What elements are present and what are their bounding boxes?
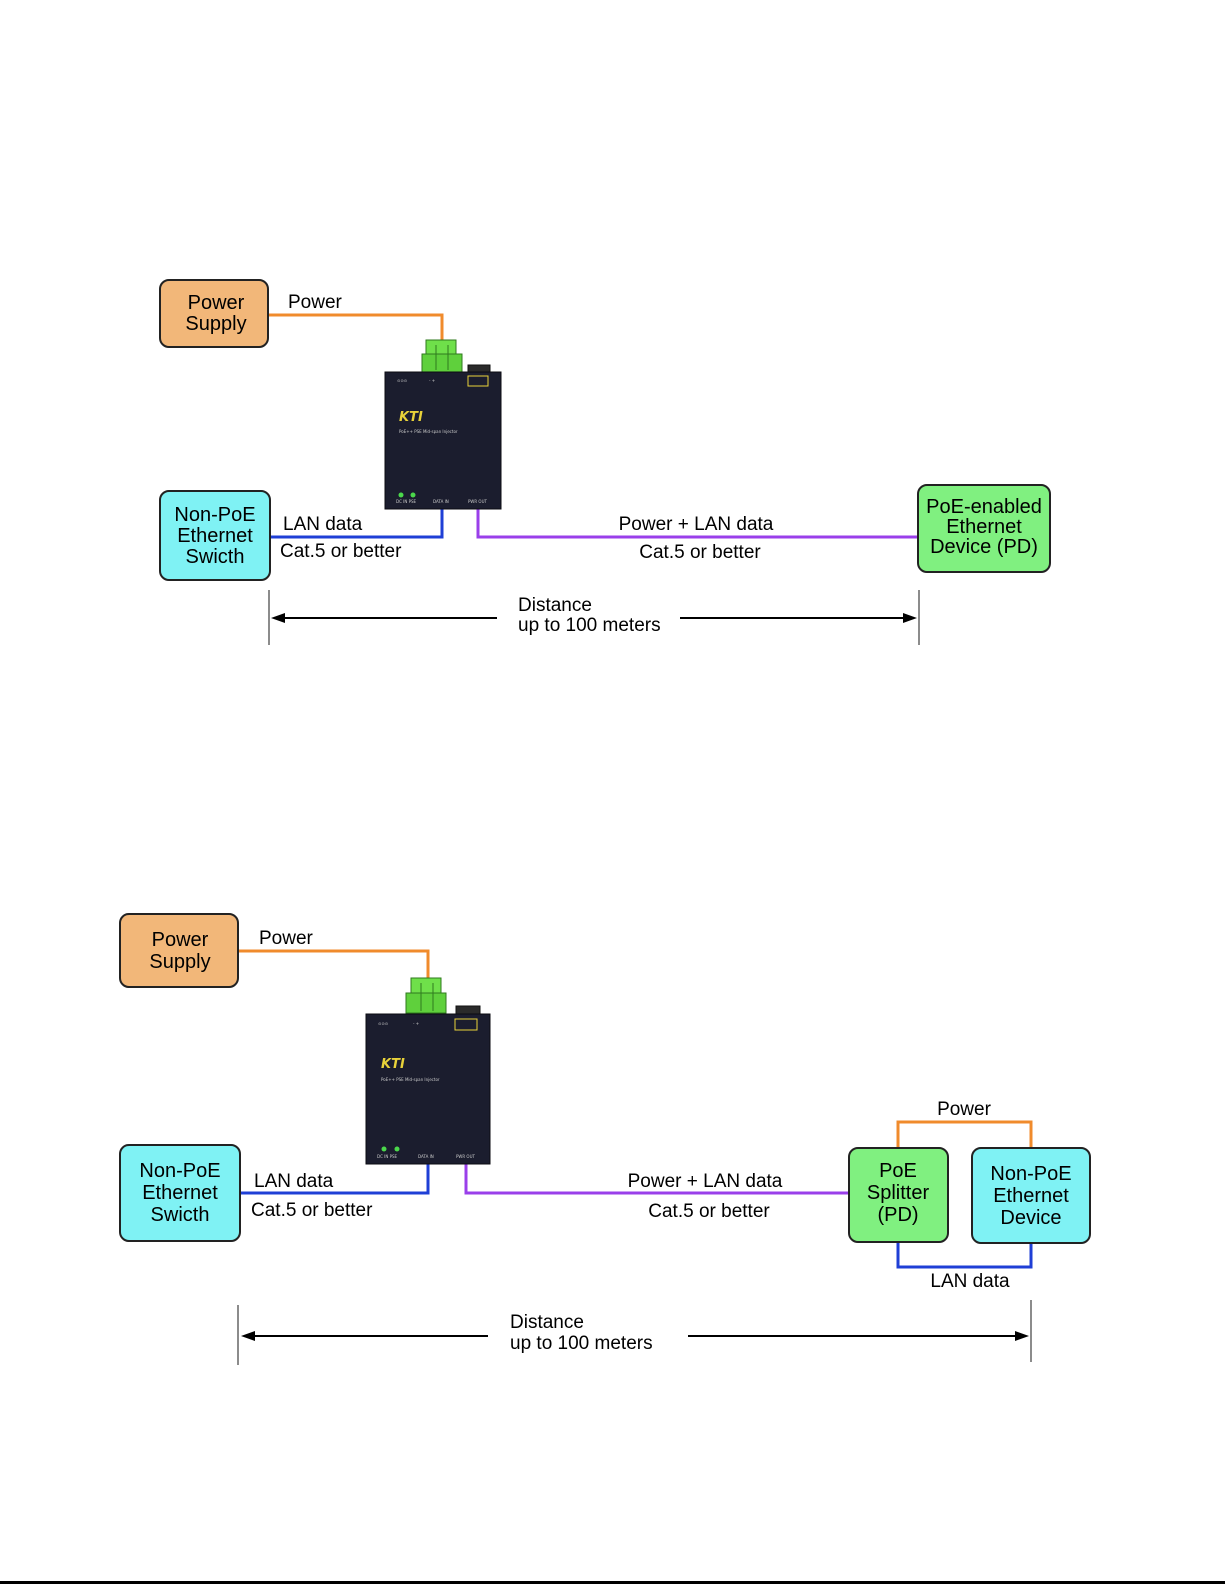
pd-label-line3: Device (PD) (930, 536, 1038, 558)
non-poe-switch-box: Non-PoE Ethernet Swicth (159, 490, 271, 581)
poe-injector-device: ⊙⊙⊙ - + KTI PoE++ PSE Mid-span Injector … (365, 977, 491, 1165)
poe-cable-line (464, 1162, 849, 1195)
power-cable-line (238, 949, 430, 980)
injector-led-label: DC IN PSE (377, 1154, 398, 1159)
splitter-label-line1: PoE (879, 1160, 917, 1182)
switch-label-line2: Ethernet (142, 1182, 218, 1204)
device-label-line3: Device (1000, 1207, 1061, 1229)
injector-led-label: DC IN PSE (396, 499, 417, 504)
power-supply-label-line1: Power (188, 292, 245, 314)
injector-port-outline (467, 375, 489, 387)
splitter-label-line2: Splitter (867, 1182, 930, 1204)
switch-label-line1: Non-PoE (139, 1160, 220, 1182)
switch-label-line2: Ethernet (177, 525, 253, 547)
injector-top-label-left: ⊙⊙⊙ (378, 1021, 388, 1026)
switch-label-line1: Non-PoE (174, 504, 255, 526)
distance-label-line2: up to 100 meters (518, 615, 661, 636)
non-poe-switch-box: Non-PoE Ethernet Swicth (119, 1144, 241, 1242)
splitter-label-line3: (PD) (877, 1204, 918, 1226)
cat5-right-label: Cat.5 or better (648, 1201, 770, 1222)
led-dc-in-icon (398, 492, 404, 498)
poe-data-label: Power + LAN data (628, 1171, 783, 1192)
power-line-label: Power (288, 292, 343, 313)
diagram-splitter: Power Supply Power ⊙⊙⊙ - + KTI PoE++ PSE… (119, 913, 1091, 1365)
distance-label-line2: up to 100 meters (510, 1333, 653, 1354)
poe-cable-line (476, 507, 918, 539)
non-poe-device-box: Non-PoE Ethernet Device (971, 1147, 1091, 1244)
power-supply-box: Power Supply (119, 913, 239, 988)
distance-label-line1: Distance (510, 1312, 584, 1333)
injector-model-text: PoE++ PSE Mid-span Injector (381, 1077, 440, 1082)
power-line-label: Power (259, 928, 314, 949)
injector-pwr-out-label: PWR OUT (468, 499, 487, 504)
power-supply-box: Power Supply (159, 279, 269, 348)
injector-data-in-label: DATA IN (433, 499, 449, 504)
splitter-lan-label: LAN data (930, 1271, 1010, 1292)
power-terminal-icon (421, 339, 463, 373)
poe-splitter-box: PoE Splitter (PD) (848, 1147, 949, 1243)
injector-model-text: PoE++ PSE Mid-span Injector (399, 429, 458, 434)
injector-pwr-out-label: PWR OUT (456, 1154, 475, 1159)
lan-data-label: LAN data (254, 1171, 334, 1192)
switch-label-line3: Swicth (186, 546, 245, 568)
injector-dc-label: - + (413, 1021, 419, 1026)
pd-label-line1: PoE-enabled (926, 496, 1042, 518)
power-supply-label-line1: Power (152, 929, 209, 951)
led-pse-icon (410, 492, 416, 498)
led-dc-in-icon (381, 1146, 387, 1152)
power-supply-label-line2: Supply (149, 951, 210, 973)
cat5-left-label: Cat.5 or better (251, 1200, 373, 1221)
power-cable-line (268, 313, 444, 342)
injector-dc-label: - + (429, 378, 435, 383)
distance-marker: Distance up to 100 meters (237, 1300, 1032, 1365)
switch-label-line3: Swicth (151, 1204, 210, 1226)
injector-logo: KTI (381, 1057, 405, 1072)
splitter-power-label: Power (937, 1099, 992, 1120)
poe-injector-device: ⊙⊙⊙ - + KTI PoE++ PSE Mid-span Injector … (384, 339, 502, 510)
cat5-right-label: Cat.5 or better (639, 542, 761, 563)
lan-data-label: LAN data (283, 514, 363, 535)
distance-label-line1: Distance (518, 595, 592, 616)
power-terminal-icon (405, 977, 447, 1014)
splitter-power-line (896, 1120, 1033, 1148)
injector-data-in-label: DATA IN (418, 1154, 434, 1159)
lan-cable-line (240, 1162, 430, 1195)
injector-port-outline (454, 1018, 478, 1031)
lan-cable-line (270, 507, 444, 539)
poe-pd-device-box: PoE-enabled Ethernet Device (PD) (917, 484, 1051, 573)
power-supply-label-line2: Supply (185, 313, 246, 335)
device-label-line1: Non-PoE (990, 1163, 1071, 1185)
poe-data-label: Power + LAN data (619, 514, 774, 535)
led-pse-icon (394, 1146, 400, 1152)
cat5-left-label: Cat.5 or better (280, 541, 402, 562)
page-bottom-rule (0, 1581, 1225, 1584)
diagram-direct-pd: Power Supply Power ⊙⊙⊙ - + KTI PoE++ PSE… (159, 279, 1051, 645)
splitter-lan-line (896, 1242, 1033, 1269)
pd-label-line2: Ethernet (946, 516, 1022, 538)
injector-logo: KTI (399, 410, 423, 425)
device-label-line2: Ethernet (993, 1185, 1069, 1207)
distance-marker: Distance up to 100 meters (268, 590, 920, 645)
injector-top-label-left: ⊙⊙⊙ (397, 378, 407, 383)
